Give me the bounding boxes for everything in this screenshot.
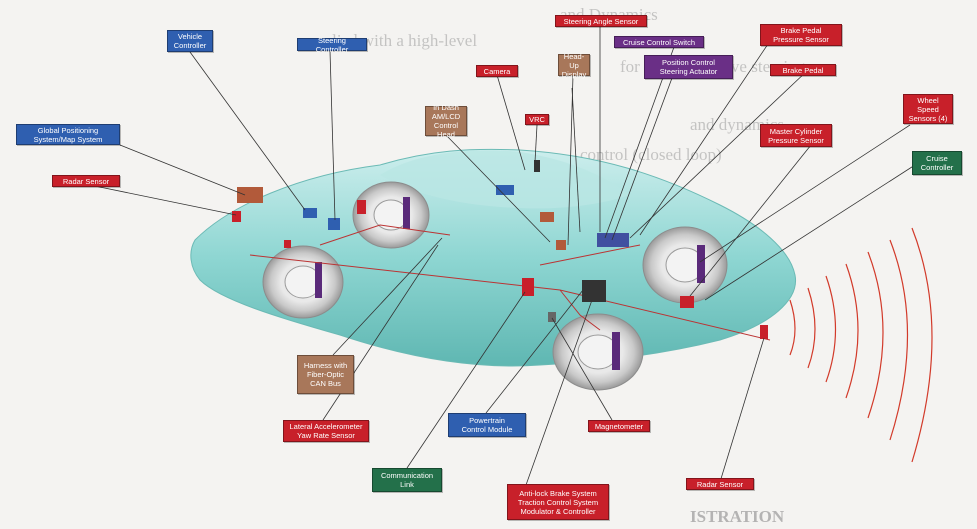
label-brake-pedal-pressure-sensor: Brake Pedal Pressure Sensor bbox=[760, 24, 842, 46]
vehicle-components bbox=[232, 160, 768, 339]
wheel-rear-right bbox=[552, 313, 644, 391]
label-radar-sensor-front: Radar Sensor bbox=[52, 175, 120, 187]
label-harness-can-bus: Harness with Fiber-Optic CAN Bus bbox=[297, 355, 354, 394]
label-powertrain-control-module: Powertrain Control Module bbox=[448, 413, 526, 437]
wheel-front-left bbox=[352, 181, 430, 249]
label-in-dash-control-head: In Dash AM/LCD Control Head bbox=[425, 103, 467, 139]
bg-text-line-5: control (closed loop) bbox=[580, 145, 722, 164]
label-master-cylinder-pressure-sensor: Master Cylinder Pressure Sensor bbox=[760, 124, 832, 147]
label-vrc: VRC bbox=[525, 114, 549, 125]
label-cruise-control-switch: Cruise Control Switch bbox=[614, 36, 704, 48]
label-abs-traction-control: Anti-lock Brake System Traction Control … bbox=[507, 484, 609, 520]
label-cruise-controller: Cruise Controller bbox=[912, 151, 962, 175]
can-bus-lines bbox=[249, 224, 771, 341]
car-windshield bbox=[380, 150, 630, 209]
label-brake-pedal: Brake Pedal bbox=[770, 64, 836, 76]
wheel-front-right bbox=[642, 226, 728, 304]
label-wheel-speed-sensors: Wheel Speed Sensors (4) bbox=[903, 94, 953, 124]
label-head-up-display: Head-Up Display bbox=[558, 52, 590, 79]
car-body bbox=[190, 148, 797, 367]
wheel-rear-left bbox=[262, 245, 344, 319]
label-lateral-accelerometer: Lateral Accelerometer Yaw Rate Sensor bbox=[283, 420, 369, 442]
label-radar-sensor-rear: Radar Sensor bbox=[686, 478, 754, 490]
label-communication-link: Communication Link bbox=[372, 468, 442, 492]
label-magnetometer: Magnetometer bbox=[588, 420, 650, 432]
label-gps-map-system: Global Positioning System/Map System bbox=[16, 124, 120, 145]
bg-text-line-6: ISTRATION bbox=[690, 507, 785, 526]
label-steering-angle-sensor: Steering Angle Sensor bbox=[555, 15, 647, 27]
radar-waves bbox=[789, 227, 933, 463]
label-position-control-steering-actuator: Position Control Steering Actuator bbox=[644, 55, 733, 79]
label-vehicle-controller: Vehicle Controller bbox=[167, 30, 213, 52]
label-steering-controller: Steering Controller bbox=[297, 36, 367, 54]
label-camera: Camera bbox=[476, 65, 518, 77]
leader-lines bbox=[89, 26, 916, 486]
